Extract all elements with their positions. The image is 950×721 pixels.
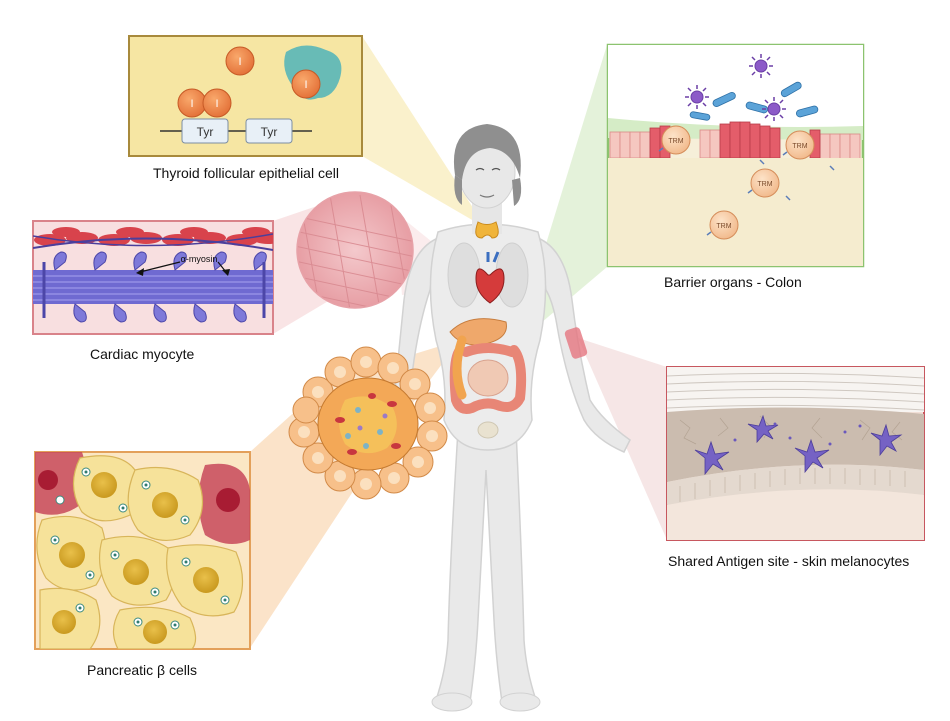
tyr-label-right: Tyr — [261, 125, 278, 139]
skin-caption: Shared Antigen site - skin melanocytes — [668, 553, 910, 569]
pancreas-panel — [34, 451, 251, 650]
iodine-label: I — [304, 79, 307, 91]
iodine-label: I — [215, 98, 218, 110]
alpha-myosin-label: α-myosin — [181, 254, 218, 264]
trm-label: TRM — [757, 181, 772, 188]
skin-panel — [666, 366, 925, 541]
human-body-figure — [385, 124, 631, 712]
thyroid-panel — [128, 35, 363, 157]
trm-label: TRM — [792, 143, 807, 150]
iodine-label: I — [238, 56, 241, 68]
virus-icon — [690, 59, 781, 116]
iodine-molecule-icon — [177, 46, 321, 118]
trm-label: TRM — [716, 223, 731, 230]
trm-cell-icon — [661, 125, 815, 240]
cardiac-panel — [32, 220, 274, 335]
melanocyte-icon — [694, 414, 903, 476]
pancreas-caption: Pancreatic β cells — [87, 662, 197, 678]
thyroid-caption: Thyroid follicular epithelial cell — [153, 165, 339, 181]
pancreatic-islet-cluster — [288, 346, 448, 500]
cardiac-caption: Cardiac myocyte — [90, 346, 195, 362]
iodine-label: I — [190, 98, 193, 110]
tyr-label-left: Tyr — [197, 125, 214, 139]
trm-label: TRM — [668, 138, 683, 145]
colon-caption: Barrier organs - Colon — [664, 274, 802, 290]
colon-panel — [606, 43, 865, 268]
